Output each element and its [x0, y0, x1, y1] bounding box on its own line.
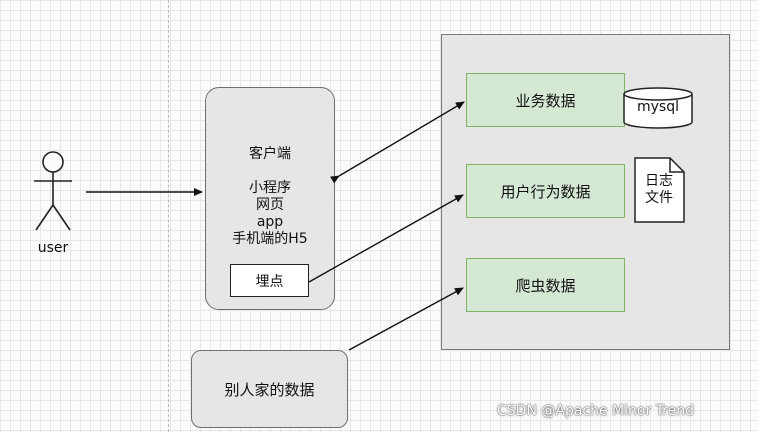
client-business-data-arrow — [330, 101, 465, 184]
user-label: user — [37, 240, 69, 256]
crawler-data-box[interactable]: 爬虫数据 — [466, 258, 625, 312]
client-title: 客户端 — [249, 146, 291, 162]
client-line-app: app — [256, 214, 284, 230]
crawler-data-label: 爬虫数据 — [515, 276, 576, 295]
mysql-label: mysql — [637, 99, 679, 115]
business-data-box[interactable]: 业务数据 — [466, 73, 625, 127]
log-file-label: 日志 文件 — [634, 173, 684, 207]
business-data-label: 业务数据 — [515, 91, 576, 110]
user-behavior-data-label: 用户行为数据 — [500, 182, 591, 201]
log-file-label-line1: 日志 — [645, 173, 673, 189]
user-actor-icon — [34, 151, 72, 231]
external-to-crawler-arrow — [348, 287, 464, 351]
client-line-webpage: 网页 — [256, 197, 284, 213]
mysql-database-icon — [623, 87, 693, 129]
client-line-h5: 手机端的H5 — [232, 231, 308, 247]
dashed-guide-line — [168, 0, 169, 432]
tracking-point-box[interactable]: 埋点 — [230, 264, 309, 297]
external-data-label: 别人家的数据 — [224, 380, 315, 399]
external-data-box[interactable]: 别人家的数据 — [191, 350, 348, 428]
user-behavior-data-box[interactable]: 用户行为数据 — [466, 164, 625, 218]
tracking-point-label: 埋点 — [255, 273, 284, 290]
csdn-watermark: CSDN @Apache Minor Trend — [497, 403, 694, 419]
client-line-miniprogram: 小程序 — [249, 180, 291, 196]
log-file-label-line2: 文件 — [645, 190, 673, 206]
tracking-to-behavior-arrow — [308, 194, 464, 283]
log-file-icon — [634, 157, 685, 223]
